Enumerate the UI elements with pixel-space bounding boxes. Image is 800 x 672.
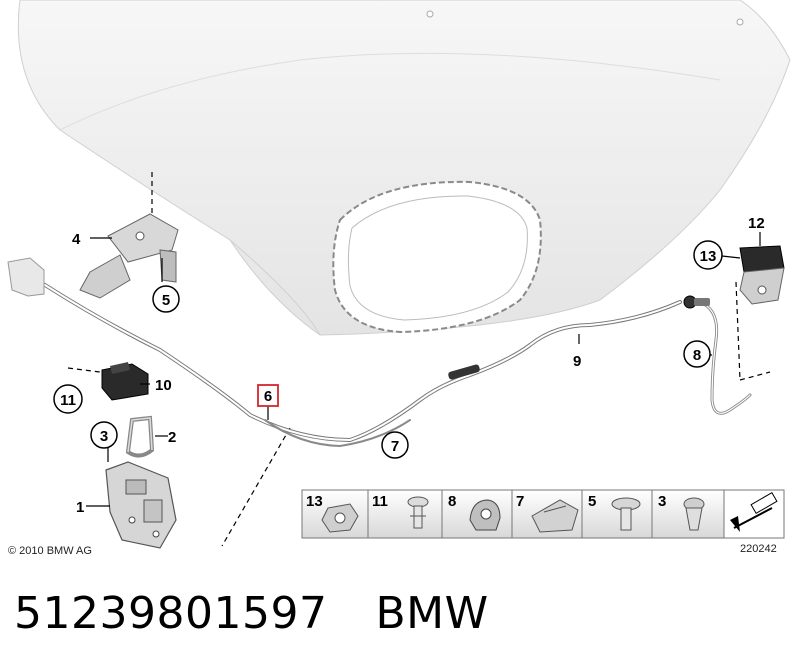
- parts-diagram: 4 5 11 10 3 2 1 6 7 9 8 12 13 13: [7, 0, 791, 557]
- legend-strip: 13 11 8 7 5 3: [301, 489, 785, 539]
- spring-clip: [125, 415, 155, 458]
- lock-switch: [101, 362, 149, 401]
- latch-holder: [739, 245, 785, 305]
- legend-item-13: 13: [306, 493, 323, 510]
- part-number: 51239801597: [14, 588, 328, 639]
- callout-6: 6: [257, 384, 279, 407]
- callout-2: 2: [168, 429, 176, 446]
- clip-icon: [469, 499, 501, 531]
- bracket-clip-icon: [531, 499, 579, 533]
- callout-11: 11: [53, 384, 83, 414]
- screw-icon: [407, 496, 429, 529]
- part-number-line: 51239801597 BMW: [14, 588, 537, 639]
- copyright: © 2010 BMW AG: [8, 545, 92, 557]
- svg-text:1: 1: [76, 499, 84, 516]
- svg-text:12: 12: [748, 215, 765, 232]
- svg-text:9: 9: [573, 353, 581, 370]
- rivet-icon: [683, 497, 705, 531]
- callout-13: 13: [693, 240, 723, 270]
- svg-text:8: 8: [693, 347, 701, 364]
- svg-text:3: 3: [100, 428, 108, 445]
- callout-9: 9: [573, 353, 581, 370]
- callout-4: 4: [72, 231, 81, 248]
- brand-name: BMW: [375, 588, 489, 639]
- svg-text:13: 13: [700, 248, 717, 265]
- svg-text:6: 6: [264, 388, 272, 405]
- callout-12: 12: [748, 215, 765, 232]
- legend-item-5: 5: [588, 493, 596, 510]
- svg-text:7: 7: [391, 438, 399, 455]
- legend-item-3: 3: [658, 493, 666, 510]
- cable-grommet: [683, 295, 710, 309]
- nut-icon: [321, 503, 359, 533]
- callout-1: 1: [76, 499, 84, 516]
- callout-5: 5: [152, 285, 180, 313]
- legend-item-8: 8: [448, 493, 456, 510]
- callout-7: 7: [381, 431, 409, 459]
- svg-text:4: 4: [72, 231, 81, 248]
- hood: [17, 0, 791, 336]
- callout-10: 10: [155, 377, 172, 394]
- diagram-id: 220242: [740, 543, 777, 555]
- legend-item-11: 11: [372, 493, 388, 510]
- svg-text:11: 11: [60, 392, 76, 409]
- legend-item-7: 7: [516, 493, 524, 510]
- cable-end-clip: [7, 257, 45, 297]
- callout-8: 8: [683, 340, 711, 368]
- callout-3: 3: [90, 421, 118, 449]
- svg-text:10: 10: [155, 377, 172, 394]
- svg-text:5: 5: [162, 292, 170, 309]
- bolt-icon: [611, 497, 641, 531]
- svg-text:2: 2: [168, 429, 176, 446]
- arrow-symbol-icon: [723, 489, 785, 539]
- hood-lock: [105, 461, 177, 549]
- release-cable: [43, 283, 752, 448]
- hood-lock-bracket: [79, 213, 179, 299]
